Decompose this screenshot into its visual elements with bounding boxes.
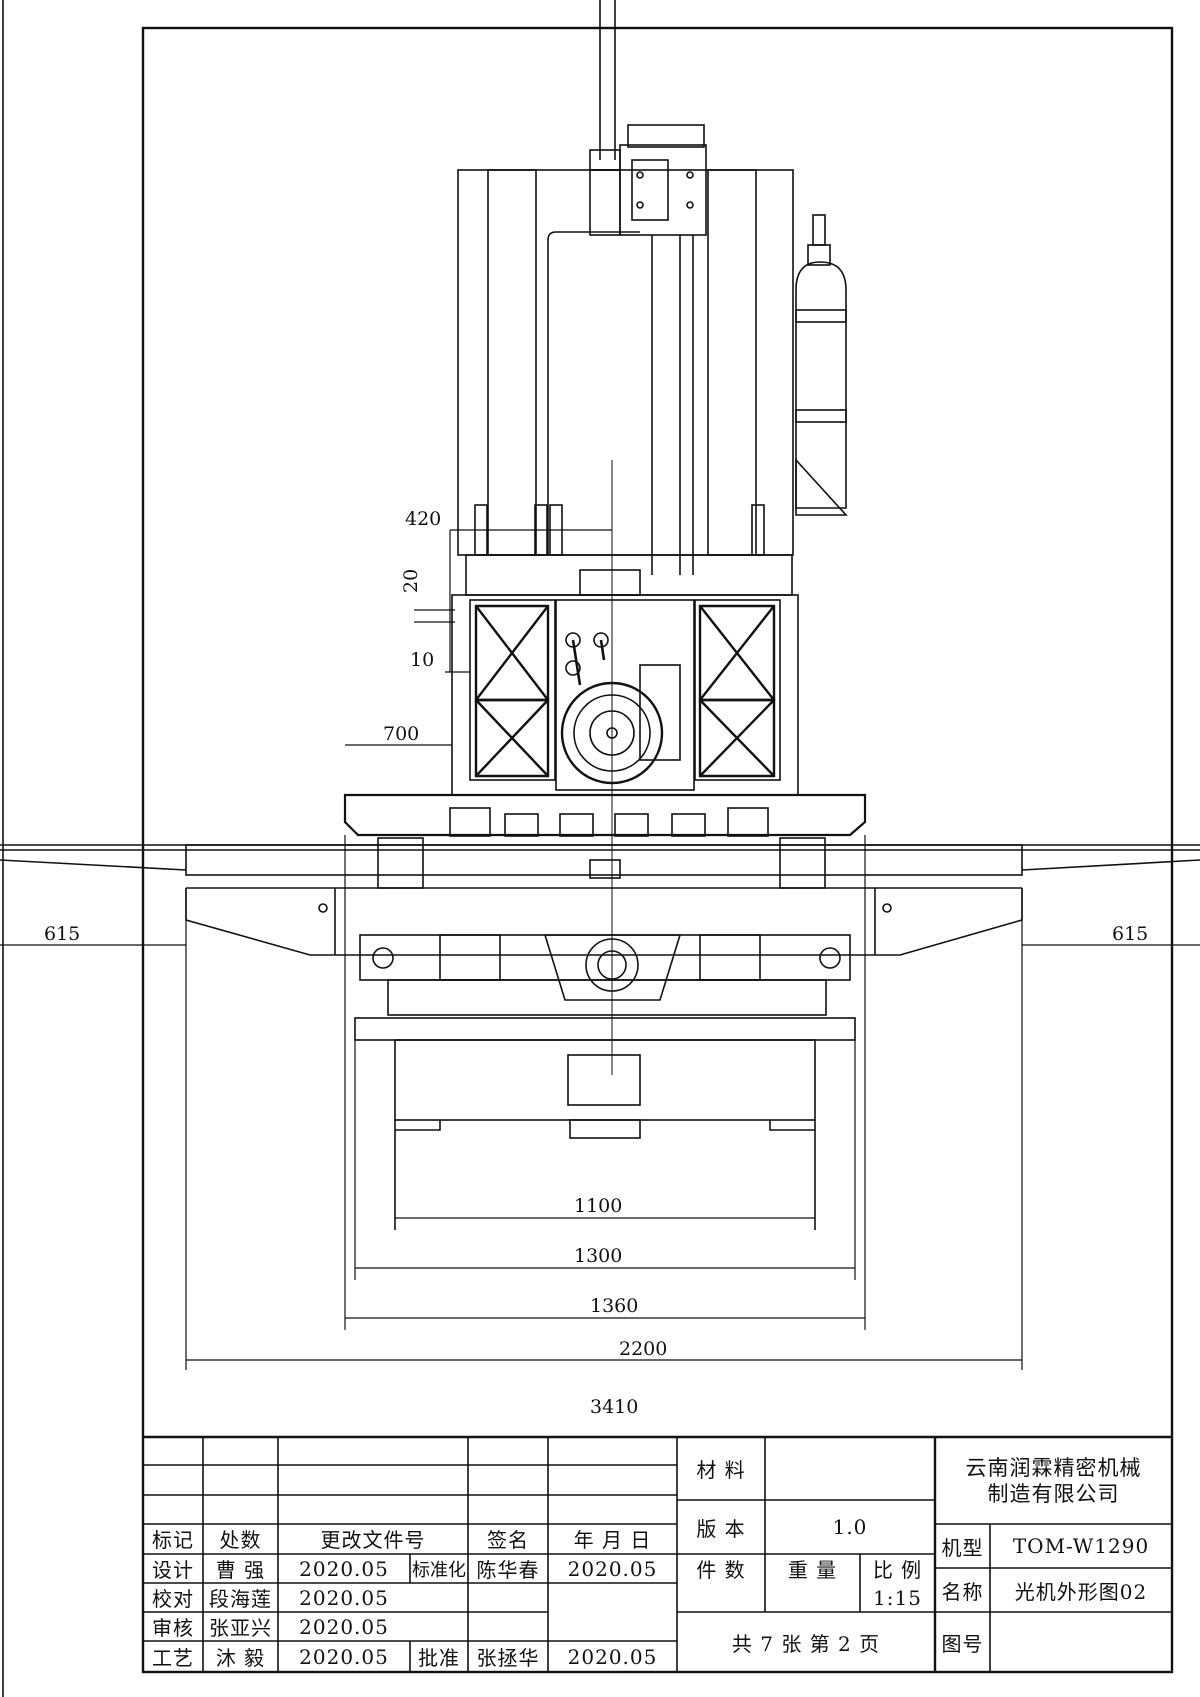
gas-cylinder <box>795 214 848 516</box>
dimension-labels: 420 20 10 700 615 615 1100 1300 1360 220… <box>44 508 1148 1418</box>
person-review: 张亚兴 <box>209 1616 272 1640</box>
header-change-doc: 更改文件号 <box>320 1528 426 1552</box>
machine-bed <box>185 888 1023 1230</box>
title-block: 标记 处数 更改文件号 签名 年 月 日 设计 曹 强 2020.05 标准化 … <box>143 1437 1172 1672</box>
person-standard: 陈华春 <box>476 1558 540 1582</box>
material-label: 材 料 <box>696 1458 746 1482</box>
dim-700: 700 <box>383 723 419 745</box>
dim-20: 20 <box>400 569 422 593</box>
company-line-1: 云南润霖精密机械 <box>965 1455 1142 1480</box>
dim-420: 420 <box>405 508 441 530</box>
scale-label: 比 例 <box>872 1558 923 1582</box>
header-count: 处数 <box>219 1528 262 1552</box>
date-standard: 2020.05 <box>567 1556 658 1581</box>
sheet-count: 共 7 张 第 2 页 <box>731 1631 881 1656</box>
header-signature: 签名 <box>487 1528 529 1552</box>
role-process: 工艺 <box>152 1646 194 1670</box>
dim-10: 10 <box>410 649 434 671</box>
model-value: TOM-W1290 <box>1012 1534 1150 1558</box>
role-standard: 标准化 <box>412 1559 466 1581</box>
header-mark: 标记 <box>152 1528 194 1552</box>
company-line-2: 制造有限公司 <box>987 1481 1120 1506</box>
title-block-grid <box>143 1435 1172 1672</box>
header-date: 年 月 日 <box>573 1528 652 1552</box>
role-review: 审核 <box>152 1616 194 1640</box>
date-review: 2020.05 <box>299 1614 389 1639</box>
dim-3410: 3410 <box>590 1396 638 1418</box>
model-label: 机型 <box>941 1535 984 1560</box>
person-check: 段海莲 <box>209 1587 272 1611</box>
drawing-no-label: 图号 <box>941 1631 984 1656</box>
column-assembly <box>457 0 794 1075</box>
version-label: 版 本 <box>696 1516 746 1541</box>
dim-1360: 1360 <box>590 1295 638 1317</box>
dim-615-left: 615 <box>44 923 80 945</box>
dim-1300: 1300 <box>574 1245 622 1267</box>
role-check: 校对 <box>152 1587 194 1611</box>
person-design: 曹 强 <box>215 1558 266 1582</box>
version-value: 1.0 <box>832 1515 868 1539</box>
dimension-lines <box>0 529 1200 1370</box>
name-value: 光机外形图02 <box>1014 1579 1148 1604</box>
date-approve: 2020.05 <box>567 1644 658 1669</box>
date-design: 2020.05 <box>299 1556 389 1581</box>
spindle-head <box>451 554 799 796</box>
role-approve: 批准 <box>418 1646 460 1670</box>
date-process: 2020.05 <box>299 1644 389 1669</box>
company-name: 云南润霖精密机械 制造有限公司 <box>935 1437 1172 1524</box>
pieces-label: 件 数 <box>696 1558 746 1582</box>
dim-1100: 1100 <box>574 1195 622 1217</box>
date-check: 2020.05 <box>299 1585 389 1610</box>
dim-615-right: 615 <box>1112 923 1148 945</box>
saddle-and-table <box>0 793 1200 889</box>
name-label: 名称 <box>941 1579 984 1604</box>
role-design: 设计 <box>152 1558 194 1582</box>
weight-label: 重 量 <box>787 1558 838 1582</box>
scale-value: 1:15 <box>873 1585 922 1610</box>
dim-2200: 2200 <box>619 1338 667 1360</box>
person-process: 沐 毅 <box>215 1646 266 1670</box>
person-approve: 张拯华 <box>476 1646 540 1670</box>
